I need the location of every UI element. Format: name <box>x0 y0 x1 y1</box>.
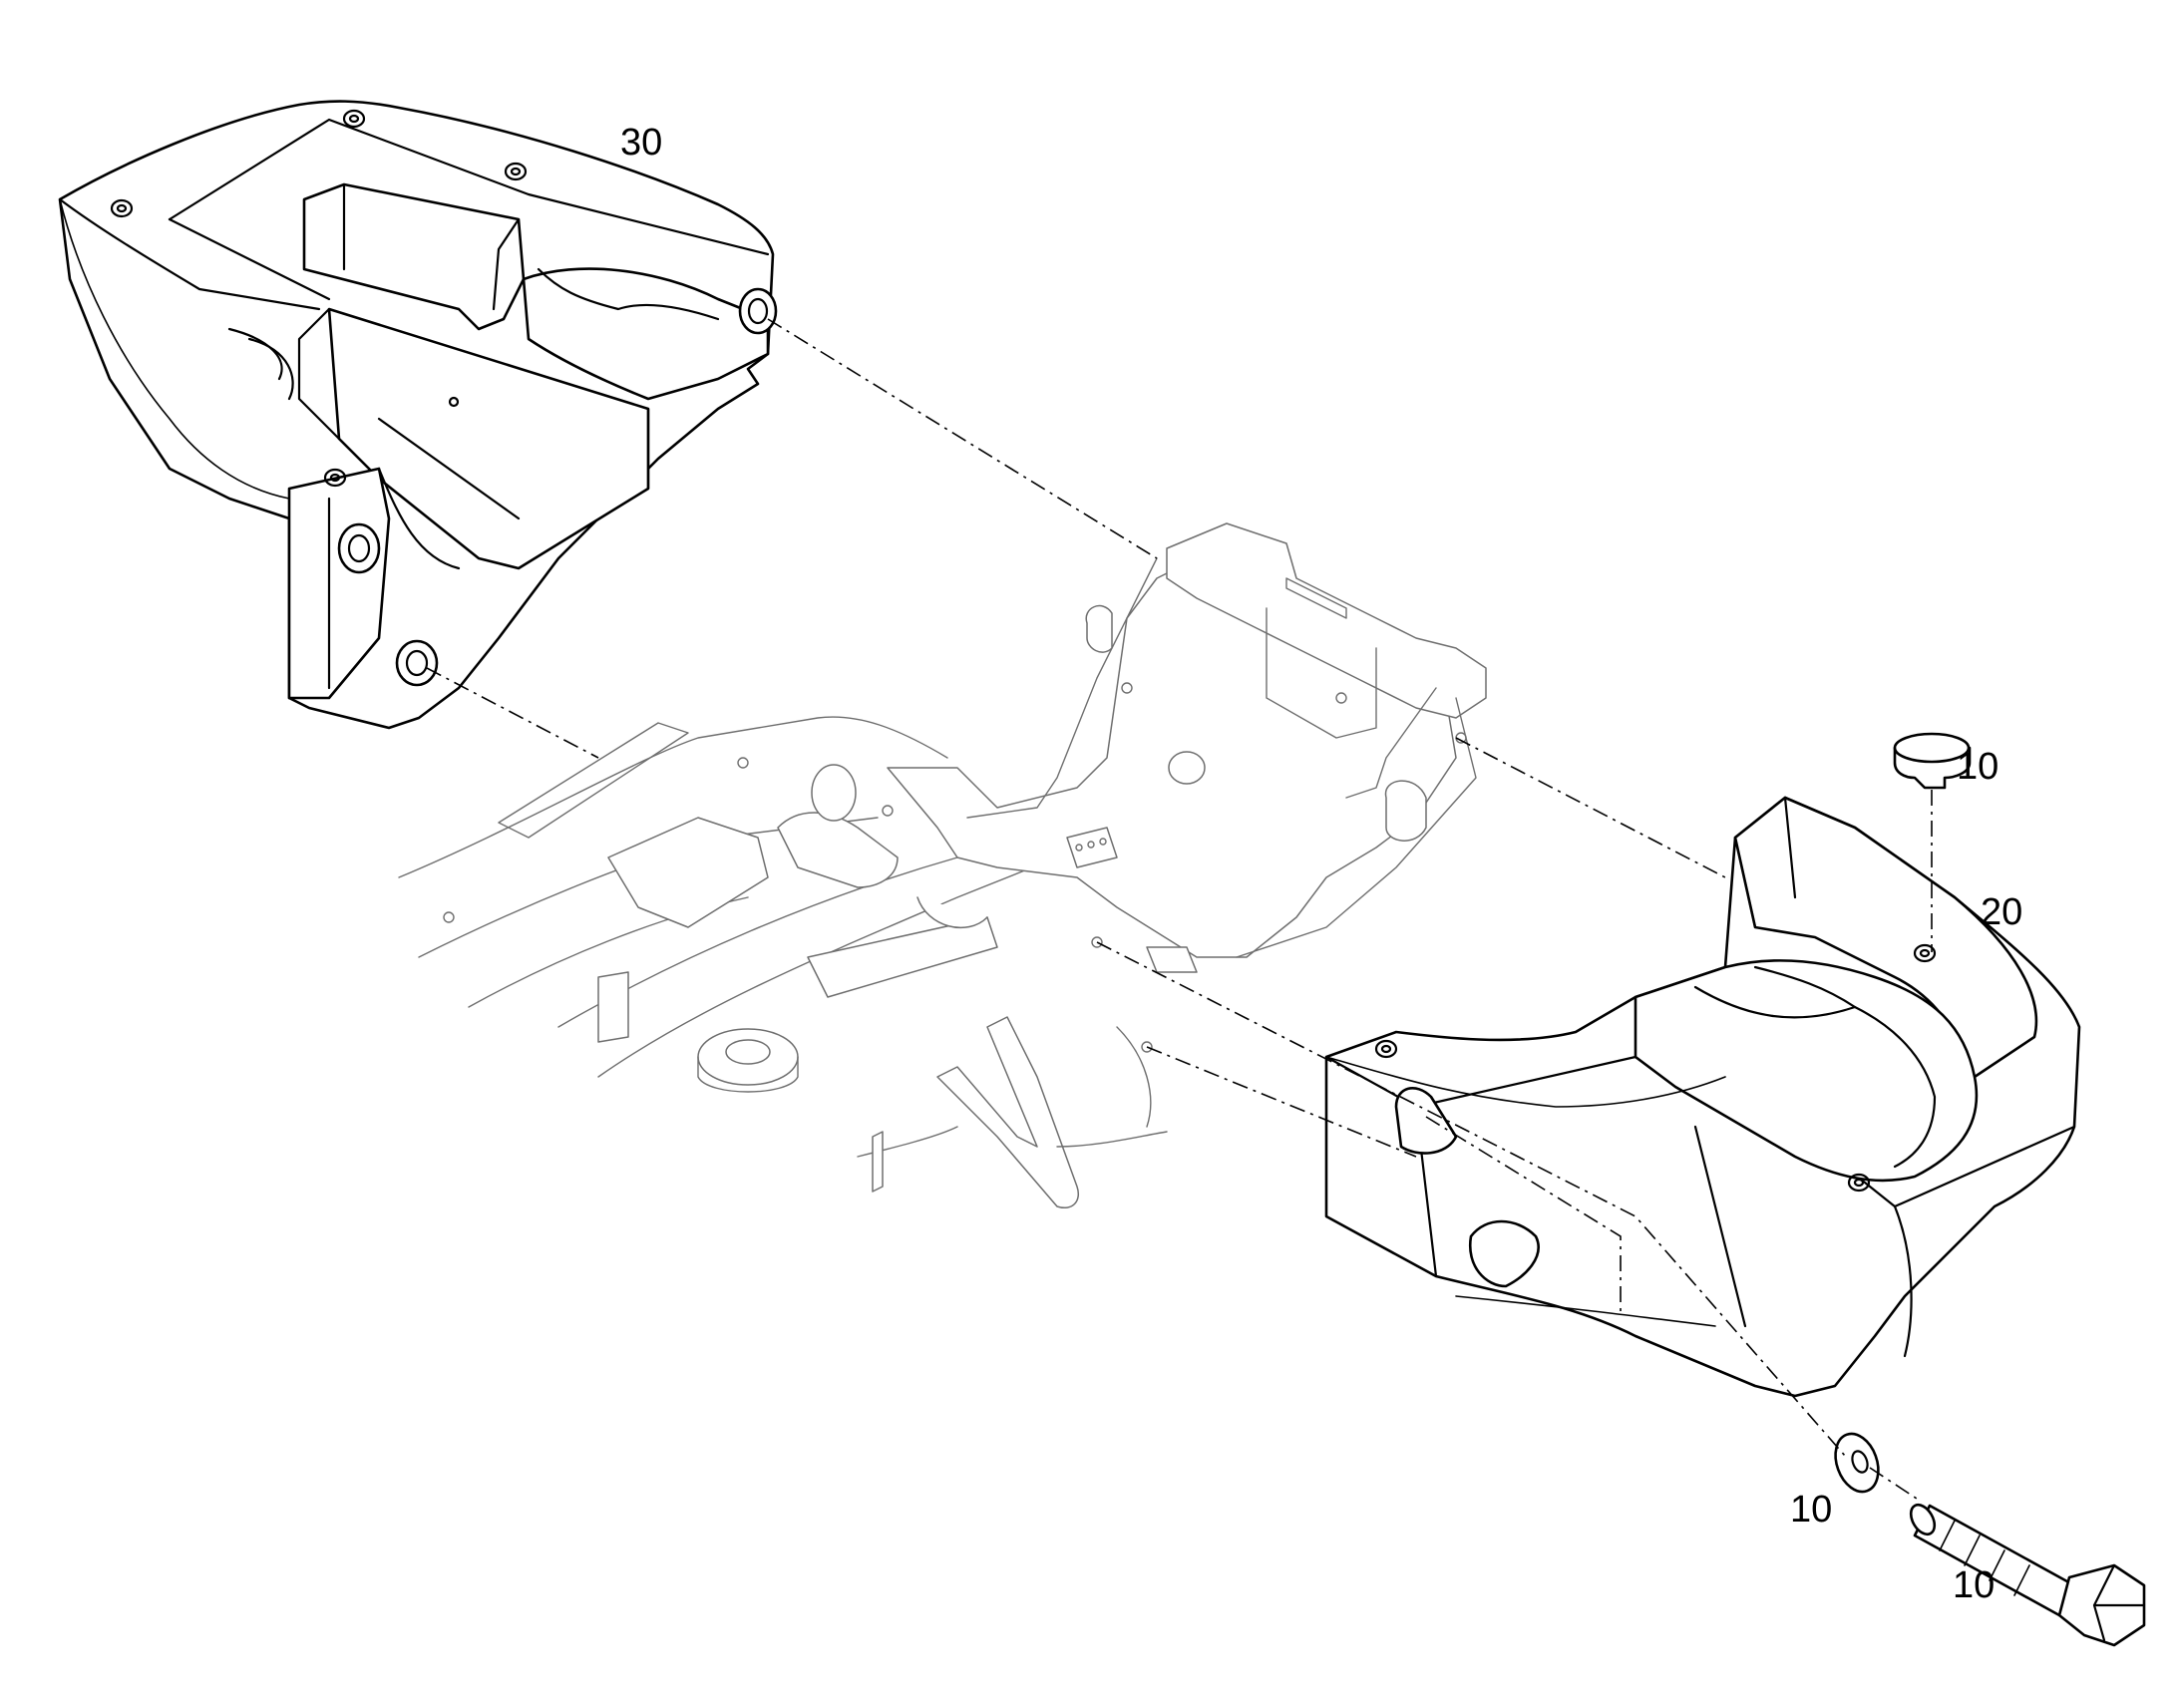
callout-30: 30 <box>620 122 662 164</box>
plug-part <box>1893 732 1972 790</box>
callout-10-plug: 10 <box>1957 746 1998 788</box>
callout-10-washer: 10 <box>1790 1489 1832 1531</box>
chassis-frame <box>398 522 1487 1208</box>
washer-part <box>1834 1432 1880 1494</box>
callout-10-bolt: 10 <box>1953 1564 1995 1606</box>
callout-20: 20 <box>1981 891 2022 933</box>
assembly-lines <box>426 318 1933 1502</box>
counterweight-left <box>58 100 778 730</box>
counterweight-right <box>1324 796 2081 1398</box>
bolt-part <box>1909 1503 2146 1647</box>
